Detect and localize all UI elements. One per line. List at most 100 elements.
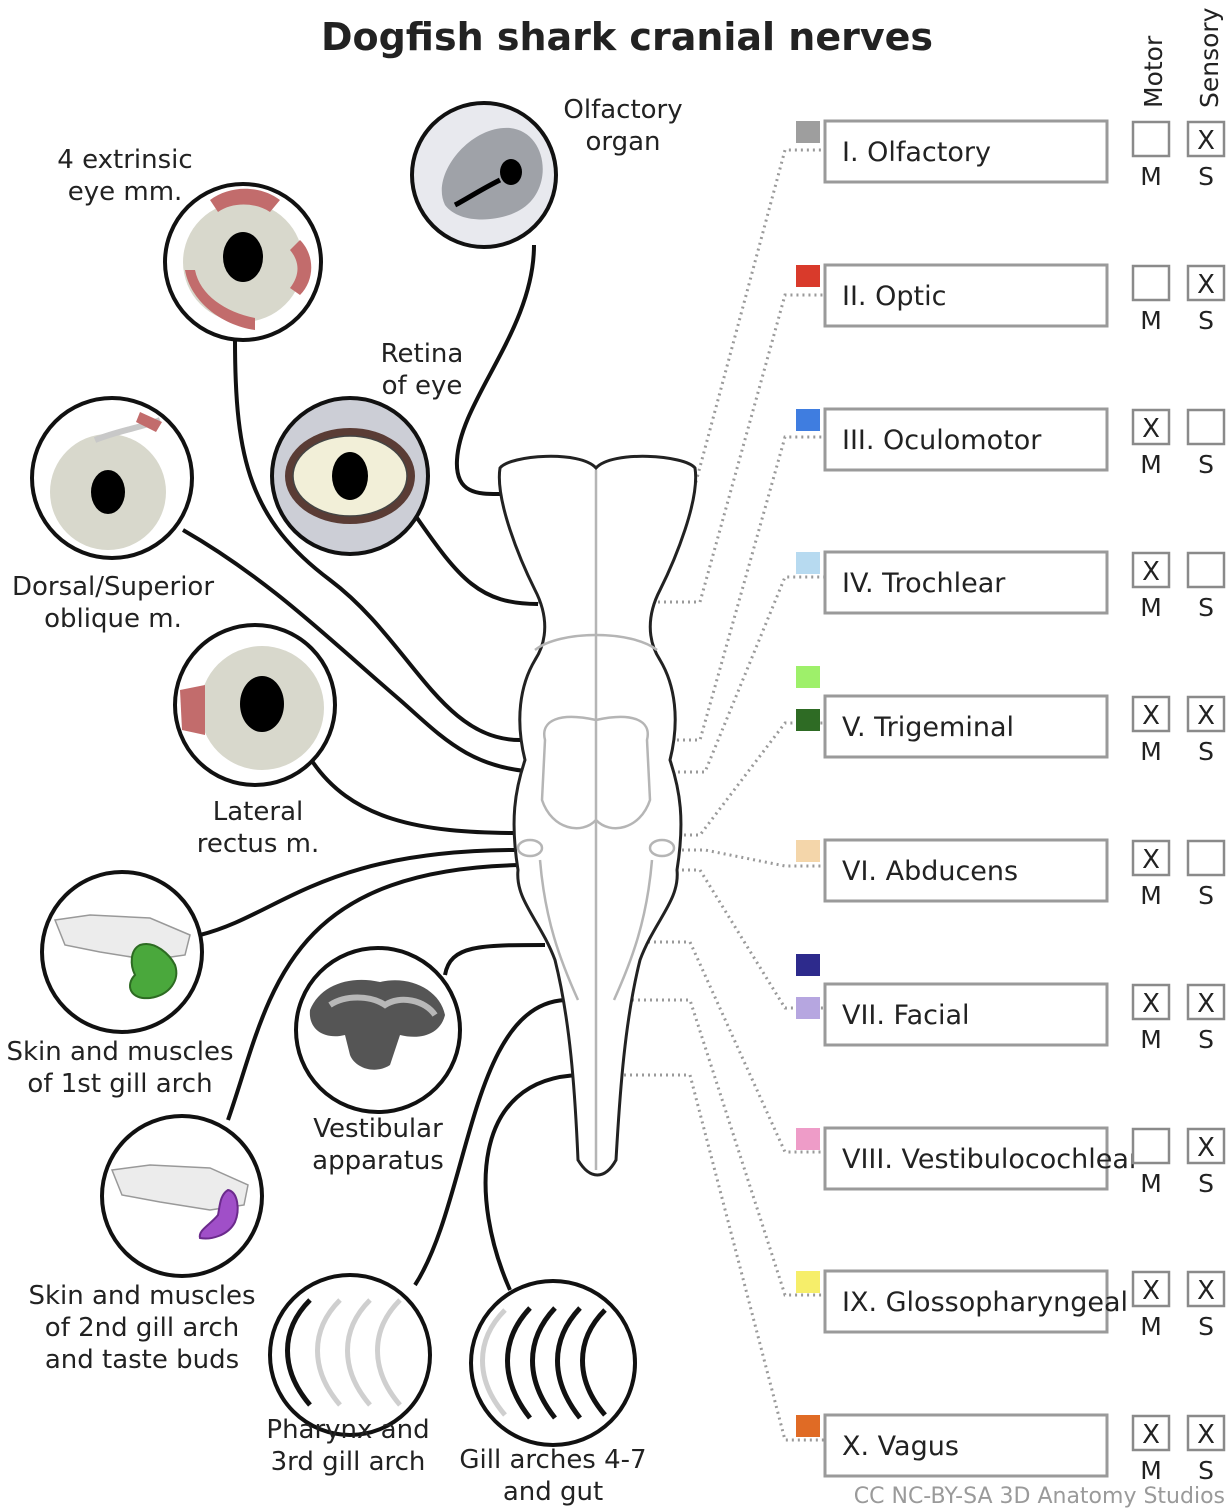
motor-letter: M xyxy=(1140,306,1162,335)
label-vestibular-1: Vestibular xyxy=(313,1114,443,1144)
motor-letter: M xyxy=(1140,1456,1162,1485)
label-retina-1: Retina xyxy=(381,339,464,369)
sensory-letter: S xyxy=(1198,881,1214,910)
motor-checkbox xyxy=(1133,122,1169,156)
nerve-row: IX. GlossopharyngealXMXS xyxy=(796,1271,1224,1341)
motor-letter: M xyxy=(1140,1312,1162,1341)
sensory-letter: S xyxy=(1198,306,1214,335)
label-gill-arch-1-2: of 1st gill arch xyxy=(27,1069,212,1099)
nerve-name: VIII. Vestibulocochlear xyxy=(842,1144,1141,1175)
label-pharynx-1: Pharynx and xyxy=(266,1415,429,1445)
label-superior-oblique-1: Dorsal/Superior xyxy=(12,572,214,602)
superior-oblique-illustration xyxy=(32,398,192,558)
motor-letter: M xyxy=(1140,593,1162,622)
nerve-name: IV. Trochlear xyxy=(842,568,1006,599)
label-vestibular-2: apparatus xyxy=(312,1146,444,1176)
extrinsic-eye-illustration xyxy=(165,184,321,340)
nerve-color-swatch xyxy=(796,709,820,731)
nerve-color-swatch xyxy=(796,997,820,1019)
nerve-row: VIII. VestibulocochlearMXS xyxy=(796,1128,1224,1198)
nerve-color-swatch xyxy=(796,1415,820,1437)
nerve-color-swatch xyxy=(796,1128,820,1150)
nerve-color-swatch xyxy=(796,552,820,574)
sensory-letter: S xyxy=(1198,1456,1214,1485)
label-extrinsic-eye-2: eye mm. xyxy=(68,177,183,207)
label-gill-arch-2-3: and taste buds xyxy=(45,1345,239,1375)
motor-letter: M xyxy=(1140,1025,1162,1054)
label-olfactory-organ-2: organ xyxy=(585,127,660,157)
vestibular-illustration xyxy=(296,948,460,1112)
motor-letter: M xyxy=(1140,1169,1162,1198)
gill-arch-2-illustration xyxy=(102,1116,262,1276)
label-gill-arches-4-7-1: Gill arches 4-7 xyxy=(459,1445,646,1475)
nerve-name: II. Optic xyxy=(842,281,946,312)
nerve-name: VII. Facial xyxy=(842,1000,970,1031)
nerve-color-swatch xyxy=(796,409,820,431)
gill-arches-4-7-illustration xyxy=(471,1281,635,1445)
sensory-mark: X xyxy=(1197,701,1215,731)
label-pharynx-2: 3rd gill arch xyxy=(271,1447,426,1477)
sensory-letter: S xyxy=(1198,593,1214,622)
sensory-checkbox xyxy=(1188,841,1224,875)
nerve-name: III. Oculomotor xyxy=(842,425,1042,456)
label-superior-oblique-2: oblique m. xyxy=(44,604,182,634)
sensory-checkbox xyxy=(1188,410,1224,444)
nerve-color-swatch xyxy=(796,121,820,143)
sensory-checkbox xyxy=(1188,553,1224,587)
label-olfactory-organ-1: Olfactory xyxy=(563,95,682,125)
sensory-mark: X xyxy=(1197,989,1215,1019)
sensory-mark: X xyxy=(1197,270,1215,300)
wire-gill-arches-4-7 xyxy=(486,1075,580,1290)
connector-facial xyxy=(670,870,825,1008)
retina-illustration xyxy=(272,398,428,554)
motor-mark: X xyxy=(1142,701,1160,731)
wire-lateral-rectus xyxy=(310,758,518,833)
sensory-letter: S xyxy=(1198,737,1214,766)
nerve-color-swatch xyxy=(796,1271,820,1293)
sensory-mark: X xyxy=(1197,1420,1215,1450)
sensory-mark: X xyxy=(1197,1133,1215,1163)
motor-letter: M xyxy=(1140,737,1162,766)
motor-letter: M xyxy=(1140,881,1162,910)
sensory-letter: S xyxy=(1198,1312,1214,1341)
sensory-letter: S xyxy=(1198,162,1214,191)
connector-glossopharyngeal xyxy=(620,1000,825,1295)
nerve-color-swatch xyxy=(796,265,820,287)
motor-checkbox xyxy=(1133,266,1169,300)
nerve-row: VI. AbducensXMS xyxy=(796,840,1224,910)
wire-olfactory-organ xyxy=(457,245,534,494)
nerve-color-swatch xyxy=(796,954,820,976)
label-gill-arch-2-2: of 2nd gill arch xyxy=(45,1313,239,1343)
sensory-mark: X xyxy=(1197,1276,1215,1306)
wire-gill-arch-1 xyxy=(200,850,518,935)
label-extrinsic-eye-1: 4 extrinsic xyxy=(57,145,192,175)
pharynx-illustration xyxy=(270,1275,430,1435)
label-lateral-rectus-1: Lateral xyxy=(213,797,303,827)
motor-letter: M xyxy=(1140,162,1162,191)
shark-brain xyxy=(499,456,695,1175)
label-gill-arch-1-1: Skin and muscles xyxy=(6,1037,233,1067)
nerve-name: X. Vagus xyxy=(842,1431,959,1462)
motor-mark: X xyxy=(1142,557,1160,587)
label-retina-2: of eye xyxy=(382,371,463,401)
gill-arch-1-illustration xyxy=(42,872,202,1032)
nerve-name: I. Olfactory xyxy=(842,137,991,168)
nerve-color-swatch xyxy=(796,840,820,862)
nerve-row: IV. Trochlear XM S xyxy=(796,552,1224,622)
diagram-title: Dogfish shark cranial nerves xyxy=(321,15,933,59)
nerve-color-swatch xyxy=(796,666,820,688)
olfactory-organ-illustration xyxy=(412,103,556,247)
label-gill-arches-4-7-2: and gut xyxy=(503,1477,603,1507)
nerve-name: V. Trigeminal xyxy=(842,712,1014,743)
motor-mark: X xyxy=(1142,989,1160,1019)
label-gill-arch-2-1: Skin and muscles xyxy=(28,1281,255,1311)
motor-mark: X xyxy=(1142,1420,1160,1450)
motor-mark: X xyxy=(1142,1276,1160,1306)
wire-vestibular xyxy=(445,945,545,975)
